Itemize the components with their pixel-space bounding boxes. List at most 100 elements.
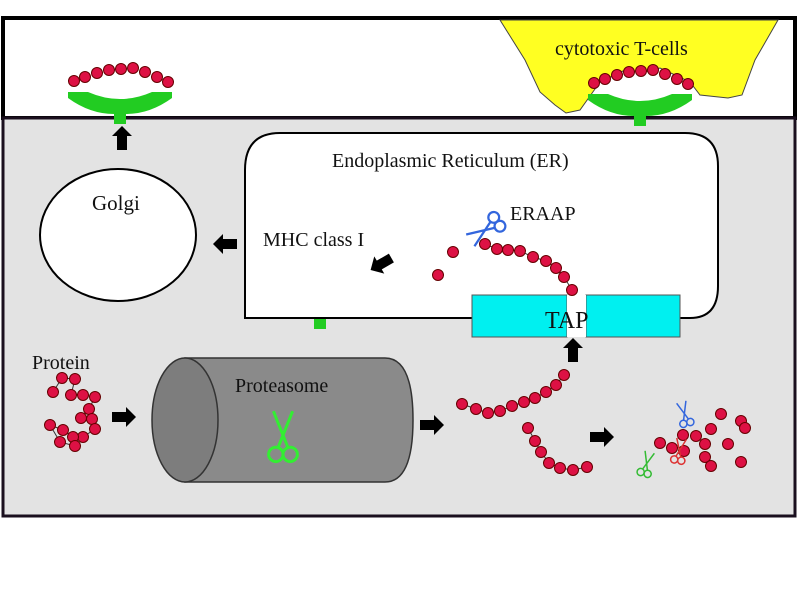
peptide-residue [654,437,666,449]
tap-label: TAP [545,308,588,334]
degraded-fragments [654,408,751,472]
peptide-residue [44,419,56,431]
peptide-residue [79,71,91,83]
peptide-residue [432,269,444,281]
peptide-residue [68,75,80,87]
peptide-residue [527,251,539,263]
proteasome-label: Proteasome [235,375,328,397]
peptide-residue [514,245,526,257]
arrow-to-degradation [590,427,614,447]
peptide-residue [502,244,514,256]
tap-transporter-left [471,294,568,338]
peptide-residue [56,372,68,384]
peptide-residue [550,262,562,274]
fragment-scissors-blue-icon [676,400,695,429]
peptide-residue [89,391,101,403]
peptide-residue [494,405,506,417]
peptide-residue [529,435,541,447]
peptide-residue [581,461,593,473]
peptide-residue [540,255,552,267]
eraap-scissors-icon [465,210,507,247]
peptide-residue [69,440,81,452]
peptide-residue [705,460,717,472]
peptide-residue [567,464,579,476]
er-peptide-trimmed [479,238,578,296]
peptide-residue [506,400,518,412]
peptide-residue [65,389,77,401]
arrow-golgi-to-surface [112,126,132,150]
peptide-residue [89,423,101,435]
peptide-residue [554,462,566,474]
mhc-label: MHC class I [263,229,364,251]
peptide-residue [91,67,103,79]
golgi [39,168,197,302]
peptide-residue [535,446,547,458]
tcells-label: cytotoxic T-cells [555,38,688,60]
peptide-residue [522,422,534,434]
peptide-residue [682,78,694,90]
protein-folded [44,372,101,452]
mhc-molecule [68,92,172,124]
tap-channel [567,295,586,337]
fragment-scissors-red-icon [669,437,687,466]
proteasome-scissors-icon [267,410,299,464]
peptide-residue [705,423,717,435]
peptide-residue [518,396,530,408]
mhc-surface-complex [68,62,174,124]
peptide-residue [456,398,468,410]
peptide-residue [139,66,151,78]
arrow-to-mhc [370,253,394,274]
peptide-residue [482,407,494,419]
peptide-residue [47,386,59,398]
peptide-residue [540,386,552,398]
tap-transporter-right [585,294,681,338]
peptide-residue [86,413,98,425]
peptide-residue [83,403,95,415]
peptide-residue [550,379,562,391]
peptide-residue [54,436,66,448]
mhc-tcell-complex [588,64,694,126]
proteasome [151,357,414,483]
peptide-residue [739,422,751,434]
arrow-protein-to-proteasome [112,407,136,427]
peptide-residue [599,73,611,85]
peptide-residue [611,69,623,81]
peptide-residue [127,62,139,74]
peptide-residue [666,442,678,454]
eraap-label: ERAAP [510,203,576,225]
arrow-er-to-golgi [213,234,237,254]
peptide-residue [671,73,683,85]
endoplasmic-reticulum [244,132,719,319]
peptide-residue [677,429,689,441]
peptide-residue [115,63,127,75]
peptide-residue [588,77,600,89]
peptide-residue [659,68,671,80]
er-free-residues [432,246,459,281]
peptide-residue [151,71,163,83]
peptide-residue [470,403,482,415]
peptide-residue [529,392,541,404]
peptide-residue [77,431,89,443]
peptide-residue [558,369,570,381]
peptide-residue [162,76,174,88]
peptide-residue [69,373,81,385]
peptide-residue [75,412,87,424]
peptide-residue [491,243,503,255]
peptide-residue [722,438,734,450]
protein-label: Protein [32,352,90,374]
er-label: Endoplasmic Reticulum (ER) [332,150,569,172]
arrow-into-tap [563,338,583,362]
peptide-residue [647,64,659,76]
peptide-residue [57,424,69,436]
peptide-residue [103,64,115,76]
peptide-chain-upper [456,369,570,419]
arrow-proteasome-out [420,415,444,435]
peptide-residue [735,456,747,468]
peptide-chain-lower [522,422,593,476]
peptide-residue [715,408,727,420]
fragment-scissors-green-icon [636,450,655,479]
peptide-residue [623,66,635,78]
peptide-residue [77,389,89,401]
peptide-residue [566,284,578,296]
